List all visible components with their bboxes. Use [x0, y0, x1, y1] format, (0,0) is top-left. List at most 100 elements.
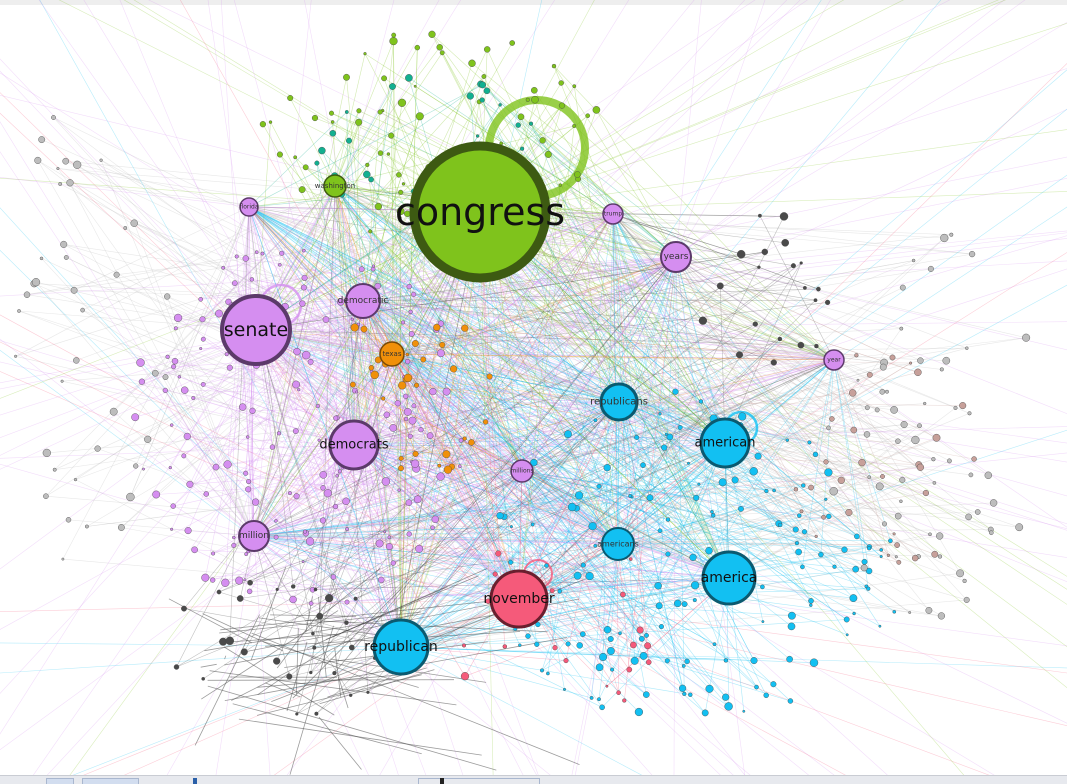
graph-node-minor [387, 535, 392, 540]
node-circle[interactable] [601, 527, 635, 561]
graph-node-republican[interactable]: republican [364, 618, 438, 676]
graph-edge [253, 319, 327, 537]
graph-edge [612, 213, 742, 255]
graph-edge [353, 21, 1067, 446]
graph-node-minor [368, 365, 374, 371]
node-circle[interactable] [489, 569, 549, 629]
node-circle[interactable] [602, 203, 624, 225]
graph-node-minor [302, 164, 309, 171]
graph-edge [479, 211, 688, 662]
toolbar-button-group[interactable] [82, 778, 139, 784]
graph-edge [248, 206, 408, 413]
graph-edge [0, 329, 257, 735]
graph-edge [400, 499, 826, 648]
graph-node-minor [528, 121, 534, 126]
graph-edge [391, 353, 926, 494]
graph-node-minor [899, 284, 906, 291]
graph-edge [442, 256, 677, 346]
graph-node-trump[interactable]: trump [602, 203, 624, 225]
graph-node-minor [947, 458, 952, 464]
graph-edge [334, 40, 394, 187]
node-circle[interactable] [345, 283, 381, 319]
graph-edge [253, 266, 760, 537]
graph-edge [521, 470, 697, 499]
graph-edge [255, 329, 653, 775]
node-circle[interactable] [823, 349, 845, 371]
toolbar-slider-track[interactable] [418, 778, 540, 784]
graph-node-minor [210, 577, 216, 583]
graph-node-year[interactable]: year [823, 349, 845, 371]
node-circle[interactable] [220, 294, 292, 366]
graph-edge [63, 244, 835, 361]
graph-edge [408, 77, 677, 258]
graph-node-november[interactable]: november [483, 569, 555, 629]
graph-edge [187, 436, 619, 545]
graph-node-minor [381, 477, 391, 486]
graph-edge [618, 401, 767, 696]
node-circle[interactable] [510, 459, 534, 483]
node-circle[interactable] [328, 419, 380, 471]
graph-edge [253, 501, 347, 537]
graph-node-minor [244, 552, 249, 556]
graph-node-minor [518, 643, 522, 647]
graph-node-minor [787, 698, 794, 704]
graph-edge [255, 329, 1067, 724]
graph-edge [612, 213, 726, 444]
graph-edge [362, 234, 952, 302]
graph-node-minor [349, 381, 356, 388]
graph-node-congress[interactable]: congress [395, 141, 565, 283]
graph-node-democrats[interactable]: democrats [319, 419, 389, 471]
node-circle[interactable] [409, 141, 551, 283]
graph-node-minor [790, 263, 796, 269]
graph-node-republicans[interactable]: republicans [590, 382, 648, 422]
graph-edge [353, 444, 634, 646]
graph-edge [618, 265, 794, 403]
graph-node-american[interactable]: american [695, 417, 756, 469]
graph-edge [375, 256, 677, 436]
graph-node-texas[interactable]: texas [379, 341, 405, 367]
graph-node-years[interactable]: years [660, 241, 692, 273]
graph-node-minor [880, 474, 885, 479]
toolbar-slider-thumb[interactable] [440, 778, 444, 784]
node-circle[interactable] [699, 417, 751, 469]
node-circle[interactable] [660, 241, 692, 273]
graph-edge [479, 211, 854, 599]
graph-node-democratic[interactable]: democratic [338, 283, 389, 319]
graph-edge [391, 347, 967, 355]
graph-node-million[interactable]: million [238, 520, 270, 552]
graph-edge [223, 646, 335, 716]
graph-node-minor [888, 538, 893, 544]
graph-node-senate[interactable]: senate [220, 294, 292, 366]
node-circle[interactable] [323, 174, 347, 198]
major-node-layer[interactable]: congress senate democrats democratic million… [220, 141, 845, 676]
graph-edge [253, 495, 580, 537]
graph-node-minor [144, 435, 152, 443]
graph-edge [0, 256, 677, 751]
node-circle[interactable] [599, 382, 639, 422]
graph-node-americans[interactable]: americans [597, 527, 639, 561]
graph-edge [833, 359, 889, 556]
node-circle[interactable] [238, 520, 270, 552]
graph-node-minor [799, 261, 803, 265]
graph-node-florida[interactable]: florida [239, 197, 259, 217]
graph-edge [553, 65, 677, 258]
graph-edge [125, 227, 523, 472]
graph-node-minor [407, 433, 413, 439]
node-circle[interactable] [379, 341, 405, 367]
graph-node-minor [963, 596, 970, 603]
graph-node-minor [94, 445, 101, 452]
node-circle[interactable] [701, 550, 757, 606]
graph-node-washington[interactable]: washington [315, 174, 355, 198]
graph-node-minor [329, 129, 337, 137]
node-circle[interactable] [239, 197, 259, 217]
node-circle[interactable] [372, 618, 430, 676]
graph-node-minor [286, 673, 293, 680]
toolbar-button-left[interactable] [46, 778, 74, 784]
graph-edge [362, 260, 1067, 302]
graph-node-america[interactable]: america [701, 550, 758, 606]
graph-edge [0, 207, 402, 648]
graph-node-millions[interactable]: millions [510, 459, 534, 483]
graph-node-minor [311, 114, 319, 122]
